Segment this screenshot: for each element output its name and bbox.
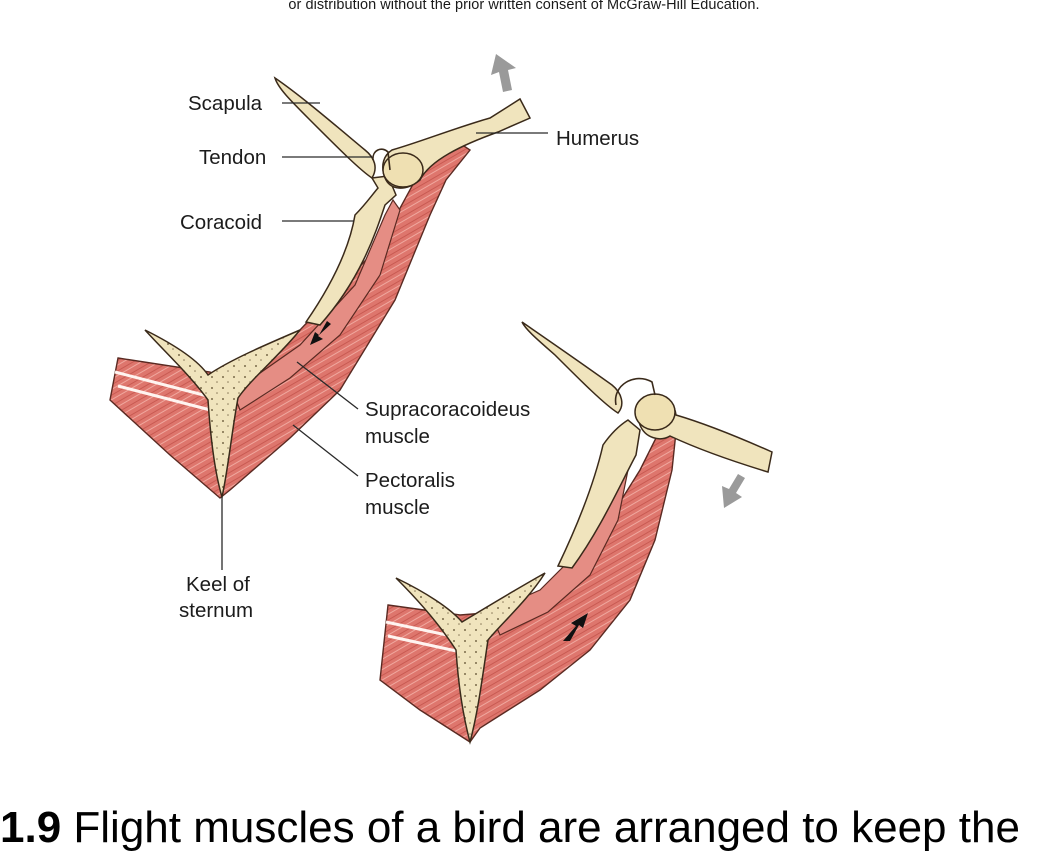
label-supracoracoideus-line2: muscle: [365, 425, 430, 448]
label-keel-line2: sternum: [179, 599, 253, 622]
left-scapula-bone: [273, 76, 376, 180]
upstroke-motion-arrow-icon: [491, 54, 516, 92]
label-pectoralis-line2: muscle: [365, 496, 430, 519]
label-tendon: Tendon: [199, 146, 266, 169]
right-tendon: [614, 377, 656, 406]
downstroke-illustration: [379, 321, 773, 745]
right-sternum-keel: [395, 572, 546, 745]
label-coracoid: Coracoid: [180, 211, 262, 234]
label-pectoralis-line1: Pectoralis: [365, 469, 455, 492]
left-force-arrow-icon: [310, 321, 331, 345]
bird-flight-muscle-diagram: Scapula Tendon Coracoid Humerus Supracor…: [109, 54, 773, 745]
label-humerus: Humerus: [556, 127, 639, 150]
left-coracoid-bone: [304, 175, 397, 326]
leader-lines: [221, 102, 548, 570]
copyright-notice: or distribution without the prior writte…: [288, 0, 760, 13]
right-force-arrow-icon: [563, 613, 588, 641]
label-scapula: Scapula: [188, 92, 263, 115]
downstroke-motion-arrow-icon: [722, 474, 745, 508]
right-scapula-bone: [521, 321, 623, 414]
upstroke-illustration: [109, 54, 532, 500]
left-sternum-keel: [144, 329, 301, 500]
label-keel-line1: Keel of: [186, 573, 250, 596]
right-coracoid-bone: [556, 419, 641, 569]
label-supracoracoideus-line1: Supracoracoideus: [365, 398, 530, 421]
figure-caption: 1.9 Flight muscles of a bird are arrange…: [0, 803, 1048, 853]
left-tendon: [372, 148, 391, 171]
